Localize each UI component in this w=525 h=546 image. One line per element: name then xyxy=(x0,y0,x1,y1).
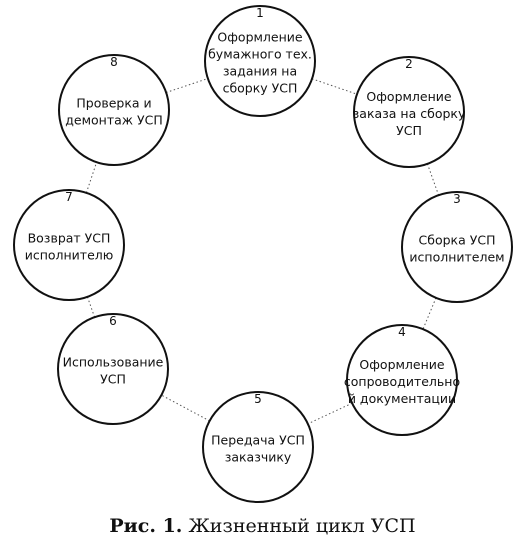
stage-label-line: заказа на сборку xyxy=(353,106,466,121)
connectors xyxy=(85,78,440,425)
stage-circle xyxy=(204,5,316,117)
stage-label-line: бумажного тех. xyxy=(208,47,312,62)
stage-label-line: УСП xyxy=(100,372,126,387)
stage-label-line: сборку УСП xyxy=(223,81,298,96)
connector-5-6 xyxy=(161,394,210,422)
stage-label-line: Сборка УСП xyxy=(419,233,496,248)
caption-text: Жизненный цикл УСП xyxy=(182,515,416,537)
stage-label-line: УСП xyxy=(396,123,422,138)
stage-circle xyxy=(13,189,125,301)
stage-label-line: Возврат УСП xyxy=(28,231,111,246)
stage-number: 4 xyxy=(398,325,406,339)
stage-label-line: й документации xyxy=(348,391,456,406)
stage-circle xyxy=(202,391,314,503)
caption-label: Рис. 1. xyxy=(109,515,183,537)
connector-2-3 xyxy=(426,163,440,196)
connector-8-1 xyxy=(165,78,209,93)
stage-number: 2 xyxy=(405,57,413,71)
stage-label-line: Использование xyxy=(63,355,164,370)
stage-circle xyxy=(57,313,169,425)
connector-6-7 xyxy=(86,296,96,318)
stage-circle xyxy=(346,324,458,436)
connector-1-2 xyxy=(311,78,358,95)
stage-circle xyxy=(353,56,465,168)
stage-label-line: задания на xyxy=(223,64,297,79)
connector-4-5 xyxy=(307,402,353,425)
stage-number: 3 xyxy=(453,192,461,206)
stage-number: 6 xyxy=(109,314,117,328)
stage-label-line: Оформление xyxy=(359,357,445,372)
stage-circle xyxy=(401,191,513,303)
stage-label-line: исполнителю xyxy=(25,248,114,263)
stage-number: 1 xyxy=(256,6,264,20)
stage-number: 7 xyxy=(65,190,73,204)
stage-number: 8 xyxy=(110,55,118,69)
stage-label-line: заказчику xyxy=(225,450,292,465)
stage-label-line: исполнителем xyxy=(409,250,504,265)
stage-label-line: сопроводительно xyxy=(344,374,460,389)
stage-label-line: Оформление xyxy=(217,30,303,45)
figure-caption: Рис. 1. Жизненный цикл УСП xyxy=(0,515,525,537)
connector-3-4 xyxy=(422,297,437,330)
stage-number: 5 xyxy=(254,392,262,406)
stage-circle xyxy=(58,54,170,166)
connector-7-8 xyxy=(85,162,98,193)
stage-label-line: Проверка и xyxy=(76,96,151,111)
stage-label-line: Оформление xyxy=(366,89,452,104)
stage-label-line: Передача УСП xyxy=(211,433,305,448)
stage-label-line: демонтаж УСП xyxy=(65,113,163,128)
